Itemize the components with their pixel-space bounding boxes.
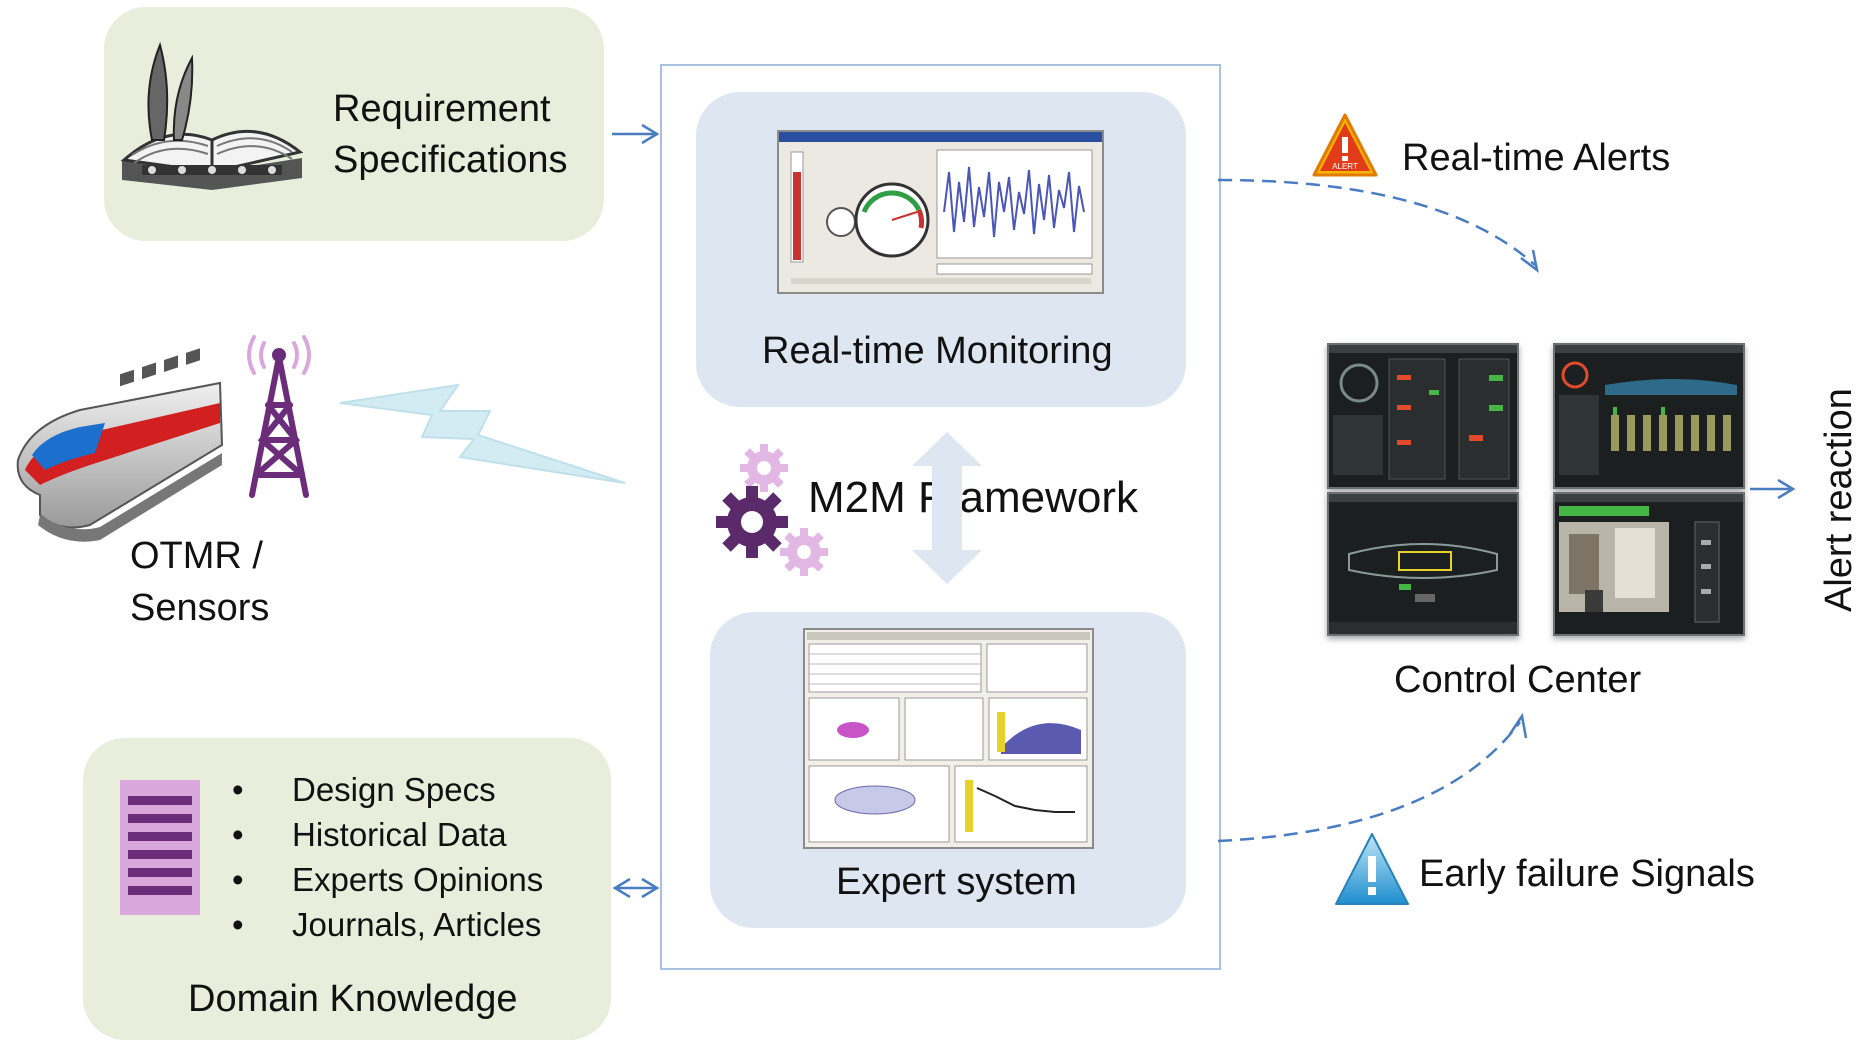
early-failure-label: Early failure Signals bbox=[1419, 853, 1755, 895]
bidirectional-arrow bbox=[912, 432, 982, 584]
list-item: Design Specs bbox=[232, 767, 543, 812]
sensors-label-2: Sensors bbox=[130, 587, 270, 629]
m2m-framework-title: M2M Framework bbox=[808, 473, 1139, 522]
antenna-tower-icon bbox=[247, 335, 311, 498]
arrow-alerts-to-control bbox=[1217, 178, 1536, 266]
arrow-early-to-control bbox=[1217, 721, 1522, 843]
list-item: Experts Opinions bbox=[232, 857, 543, 902]
control-screen-4 bbox=[1553, 492, 1745, 636]
expert-system-screenshot bbox=[803, 628, 1094, 849]
control-screen-3 bbox=[1327, 492, 1519, 636]
sensors-label-1: OTMR / bbox=[130, 535, 263, 577]
list-item: Historical Data bbox=[232, 812, 543, 857]
document-icon bbox=[120, 780, 200, 915]
realtime-monitoring-label: Real-time Monitoring bbox=[762, 330, 1113, 372]
domain-knowledge-list: Design Specs Historical Data Experts Opi… bbox=[232, 767, 543, 947]
open-book-quill-icon bbox=[120, 41, 304, 190]
info-triangle-icon bbox=[1335, 833, 1409, 905]
control-center-label: Control Center bbox=[1394, 659, 1642, 701]
wireless-bolt-icon bbox=[339, 383, 626, 484]
alert-badge-text: ALERT bbox=[1332, 162, 1358, 171]
warning-triangle-icon: ALERT bbox=[1312, 113, 1378, 177]
requirements-box bbox=[104, 7, 604, 241]
control-screen-2 bbox=[1553, 343, 1745, 489]
requirements-label-1: Requirement bbox=[333, 88, 551, 130]
list-item: Journals, Articles bbox=[232, 902, 543, 947]
expert-system-label: Expert system bbox=[836, 861, 1077, 903]
realtime-alerts-label: Real-time Alerts bbox=[1402, 137, 1671, 179]
gears-icon bbox=[716, 444, 828, 576]
requirements-label-2: Specifications bbox=[333, 139, 568, 181]
train-icon bbox=[16, 348, 224, 542]
domain-knowledge-title: Domain Knowledge bbox=[188, 978, 518, 1020]
control-screen-1 bbox=[1327, 343, 1519, 489]
monitoring-screenshot bbox=[777, 130, 1104, 294]
